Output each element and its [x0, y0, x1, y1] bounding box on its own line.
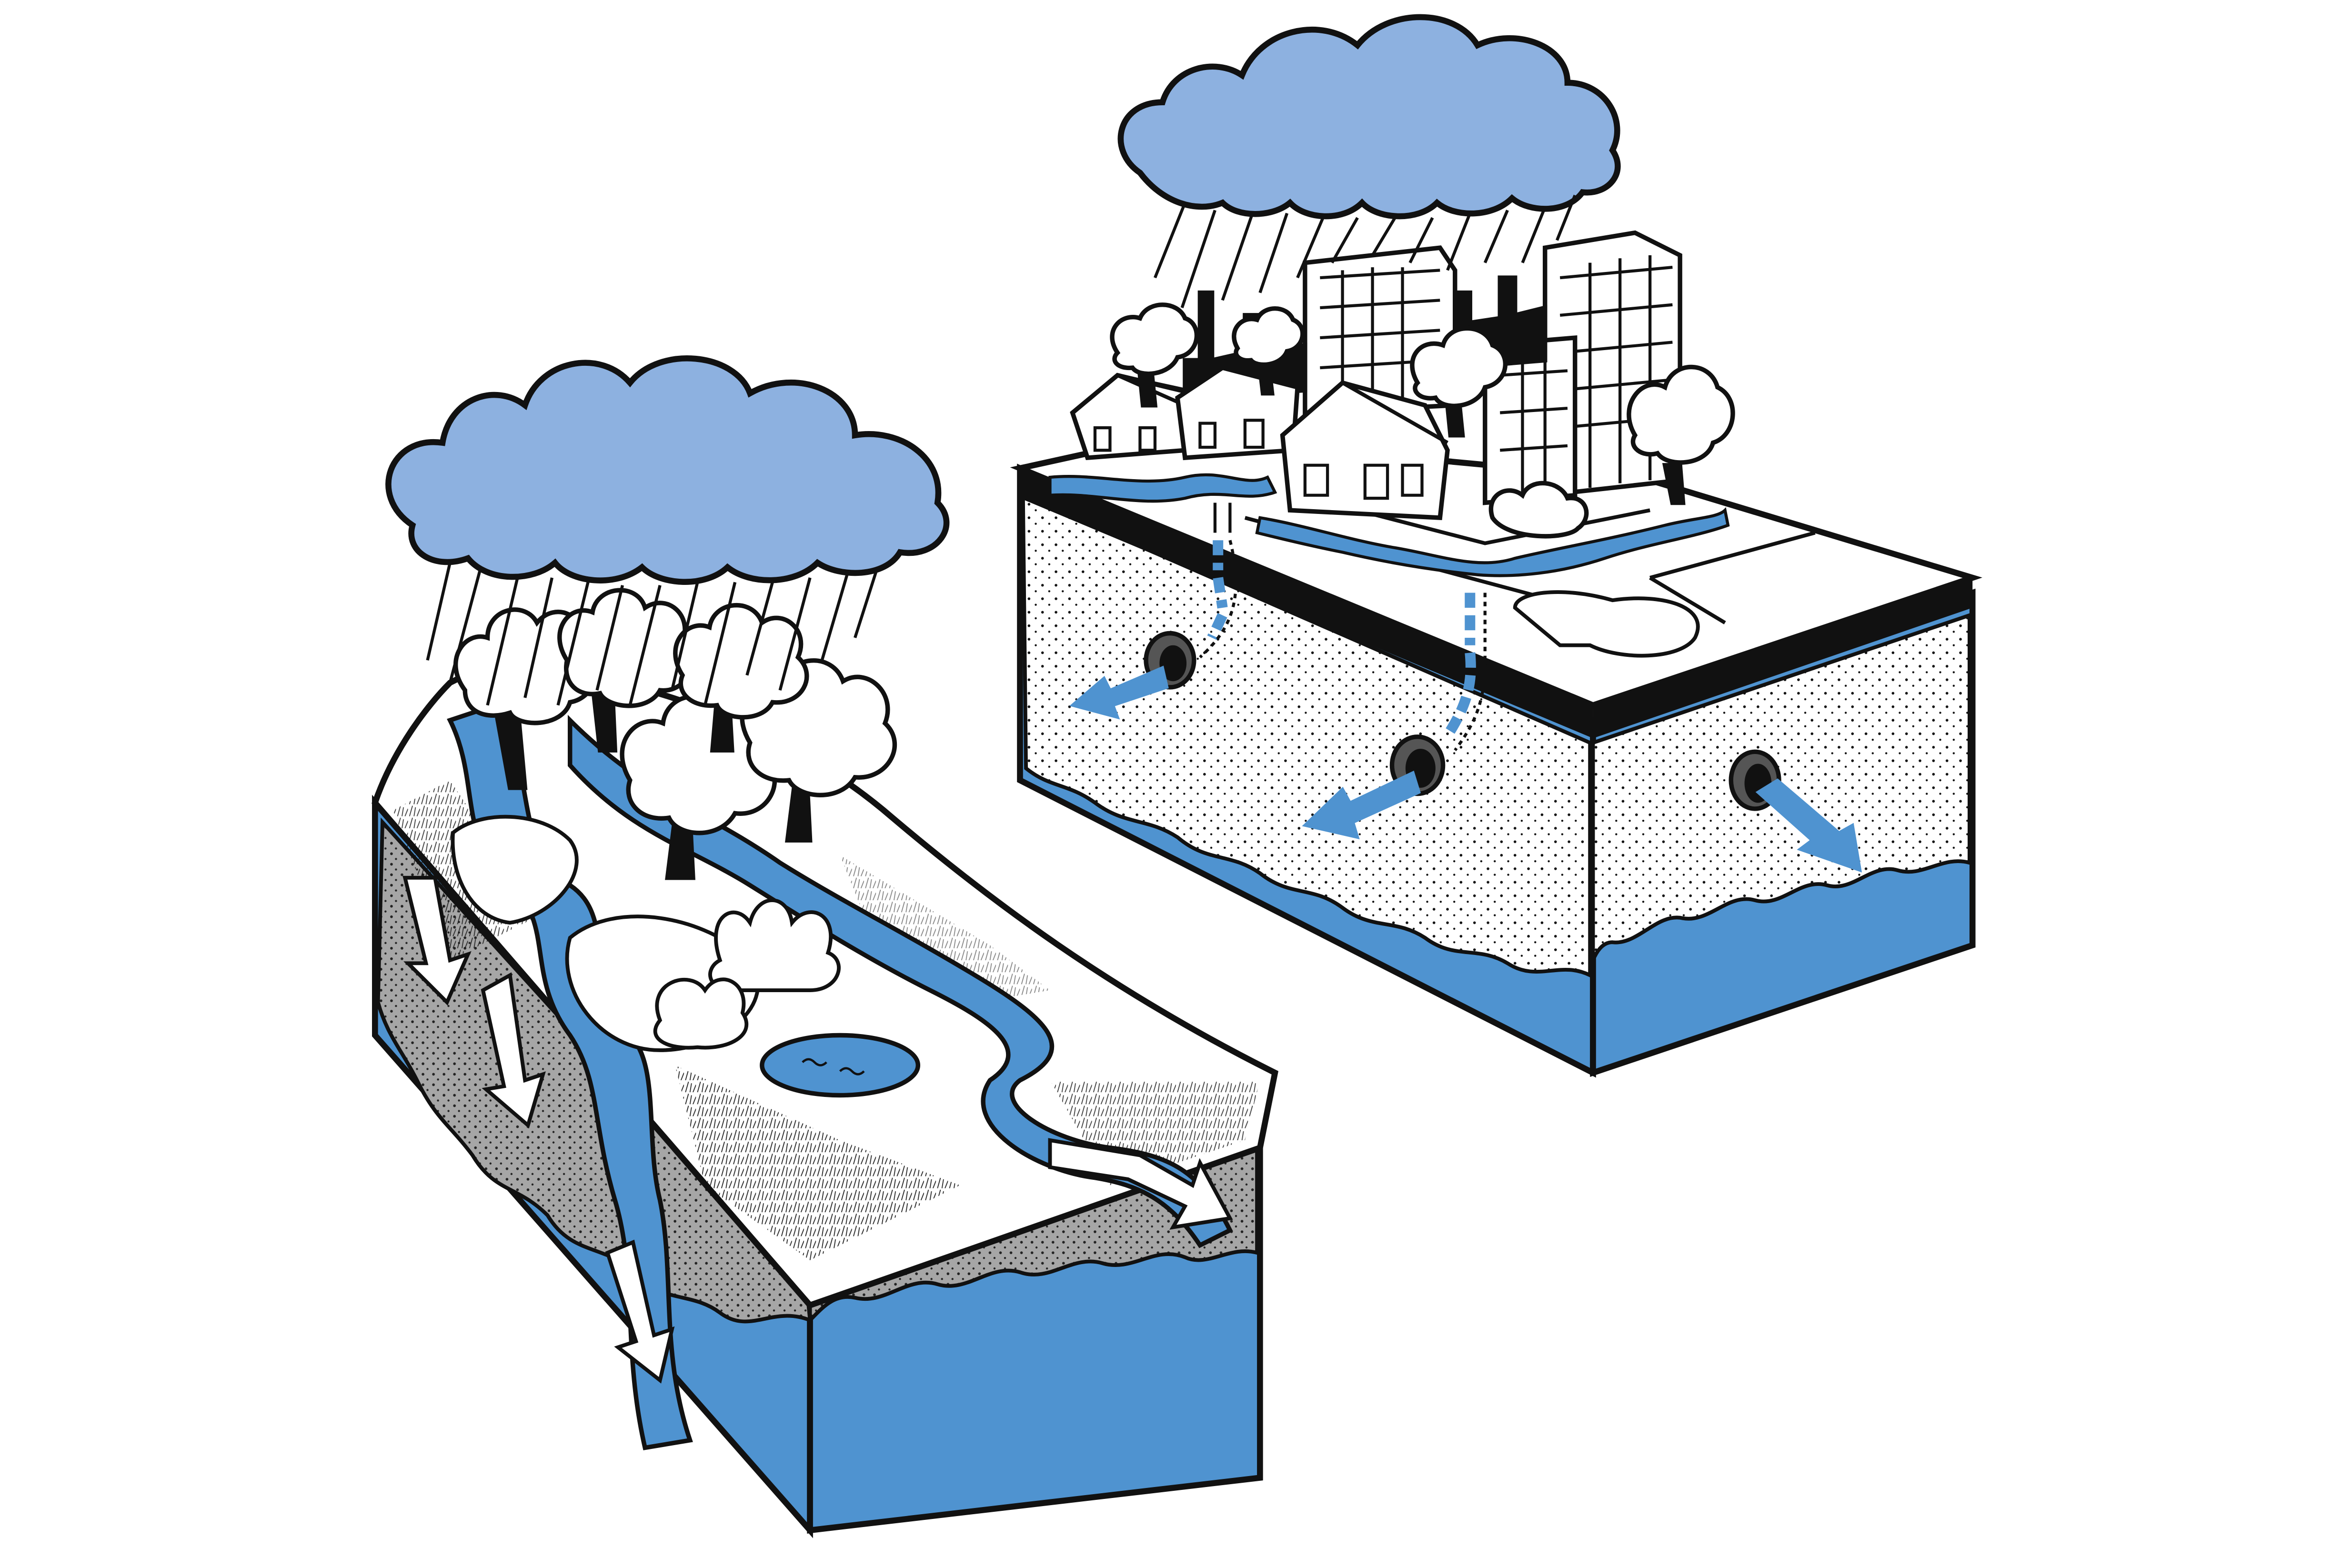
- urban-trees: [1110, 302, 1735, 539]
- natural-rain-cloud: [385, 355, 950, 706]
- urban-storm-drains: [1199, 503, 1487, 752]
- runoff-arrow: [1755, 778, 1862, 873]
- natural-landscape-block: [372, 355, 1278, 1538]
- rain-icon: [1153, 194, 1577, 309]
- pipe-outlet-2: [1302, 734, 1446, 840]
- office-building-icon: [1483, 335, 1578, 505]
- urban-landscape-block: [1010, 14, 1982, 1078]
- house-icon: [1280, 380, 1450, 520]
- runoff-arrow: [1069, 665, 1169, 720]
- urban-buildings: [1070, 230, 1682, 520]
- pipe-outlet-1: [1069, 631, 1196, 720]
- rain-icon: [426, 562, 879, 706]
- shrub-icon: [1488, 481, 1589, 539]
- natural-infiltration-arrow-1: [402, 875, 472, 1006]
- natural-stream: [567, 714, 1233, 1248]
- natural-infiltration-arrow-3: [605, 1239, 675, 1384]
- cloud-icon: [385, 355, 950, 585]
- urban-pavement-edge-front: [1593, 577, 1973, 738]
- cloud-icon: [1117, 14, 1621, 220]
- natural-infiltration-arrow-2: [481, 972, 546, 1129]
- tree-icon: [1232, 306, 1305, 396]
- urban-pavement-edge-left: [1020, 468, 1593, 738]
- natural-infiltration-arrow-4: [1048, 1138, 1233, 1230]
- urban-rain-cloud: [1117, 14, 1621, 309]
- tree-icon: [1110, 302, 1199, 408]
- tree-icon: [1410, 326, 1508, 438]
- natural-shrubs: [653, 898, 841, 1050]
- natural-pond: [760, 1033, 921, 1098]
- tree-icon: [1627, 364, 1735, 505]
- urban-runoff-gutter: [1048, 473, 1277, 503]
- runoff-arrow: [1302, 770, 1421, 840]
- pipe-outlet-3: [1729, 749, 1862, 873]
